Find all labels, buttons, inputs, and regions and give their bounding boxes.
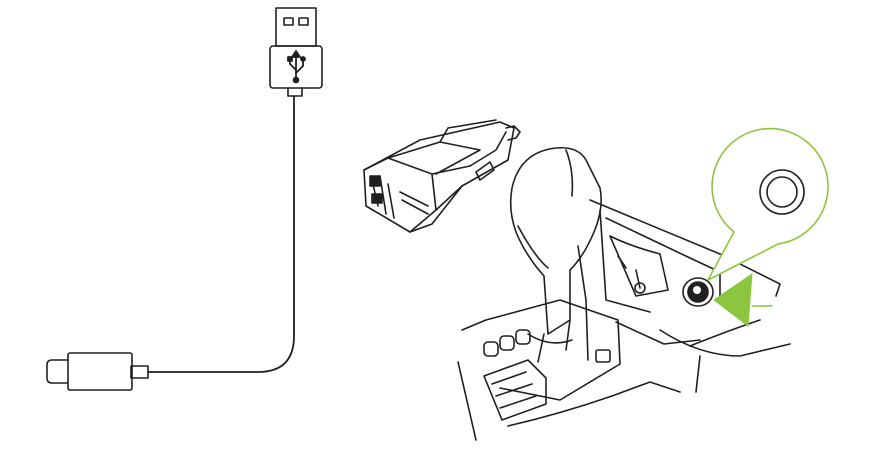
car-charger-adapter: [363, 119, 521, 233]
car-gear-shifter: [457, 146, 701, 441]
usb-a-connector: [269, 7, 323, 97]
arrow-icon: [713, 273, 773, 327]
socket-zoom-callout: [707, 127, 829, 281]
usb-c-connector: [46, 352, 149, 391]
usb-icon: [287, 50, 306, 84]
cigarette-lighter-socket: [682, 277, 714, 307]
console-panel: [589, 199, 791, 393]
charging-cable: [147, 95, 295, 373]
